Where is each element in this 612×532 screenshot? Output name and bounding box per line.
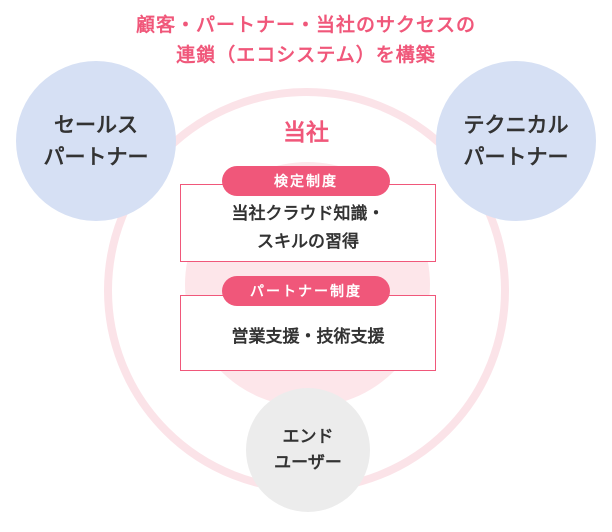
- technical-partner-line-2: パートナー: [463, 145, 569, 169]
- partner-program-text: 営業支援・技術支援: [231, 327, 385, 347]
- end-user-line-2: ユーザー: [274, 453, 342, 473]
- sales-partner-line-1: セールス: [54, 113, 138, 137]
- certification-badge: 検定制度: [222, 166, 390, 196]
- partner-program-box: 営業支援・技術支援: [180, 295, 436, 371]
- partner-program-badge: パートナー制度: [222, 276, 390, 306]
- end-user-circle: エンド ユーザー: [246, 388, 370, 512]
- technical-partner-circle: テクニカル パートナー: [436, 61, 596, 221]
- title-line-1: 顧客・パートナー・当社のサクセスの: [135, 14, 476, 36]
- certification-line-2: スキルの習得: [257, 232, 359, 252]
- certification-box: 当社クラウド知識・ スキルの習得: [180, 184, 436, 262]
- company-label: 当社: [283, 120, 329, 146]
- title-line-2: 連鎖（エコシステム）を構築: [176, 44, 436, 66]
- end-user-line-1: エンド: [282, 427, 334, 447]
- certification-line-1: 当社クラウド知識・: [231, 204, 385, 224]
- sales-partner-circle: セールス パートナー: [16, 61, 176, 221]
- technical-partner-line-1: テクニカル: [463, 113, 569, 137]
- sales-partner-line-2: パートナー: [43, 145, 149, 169]
